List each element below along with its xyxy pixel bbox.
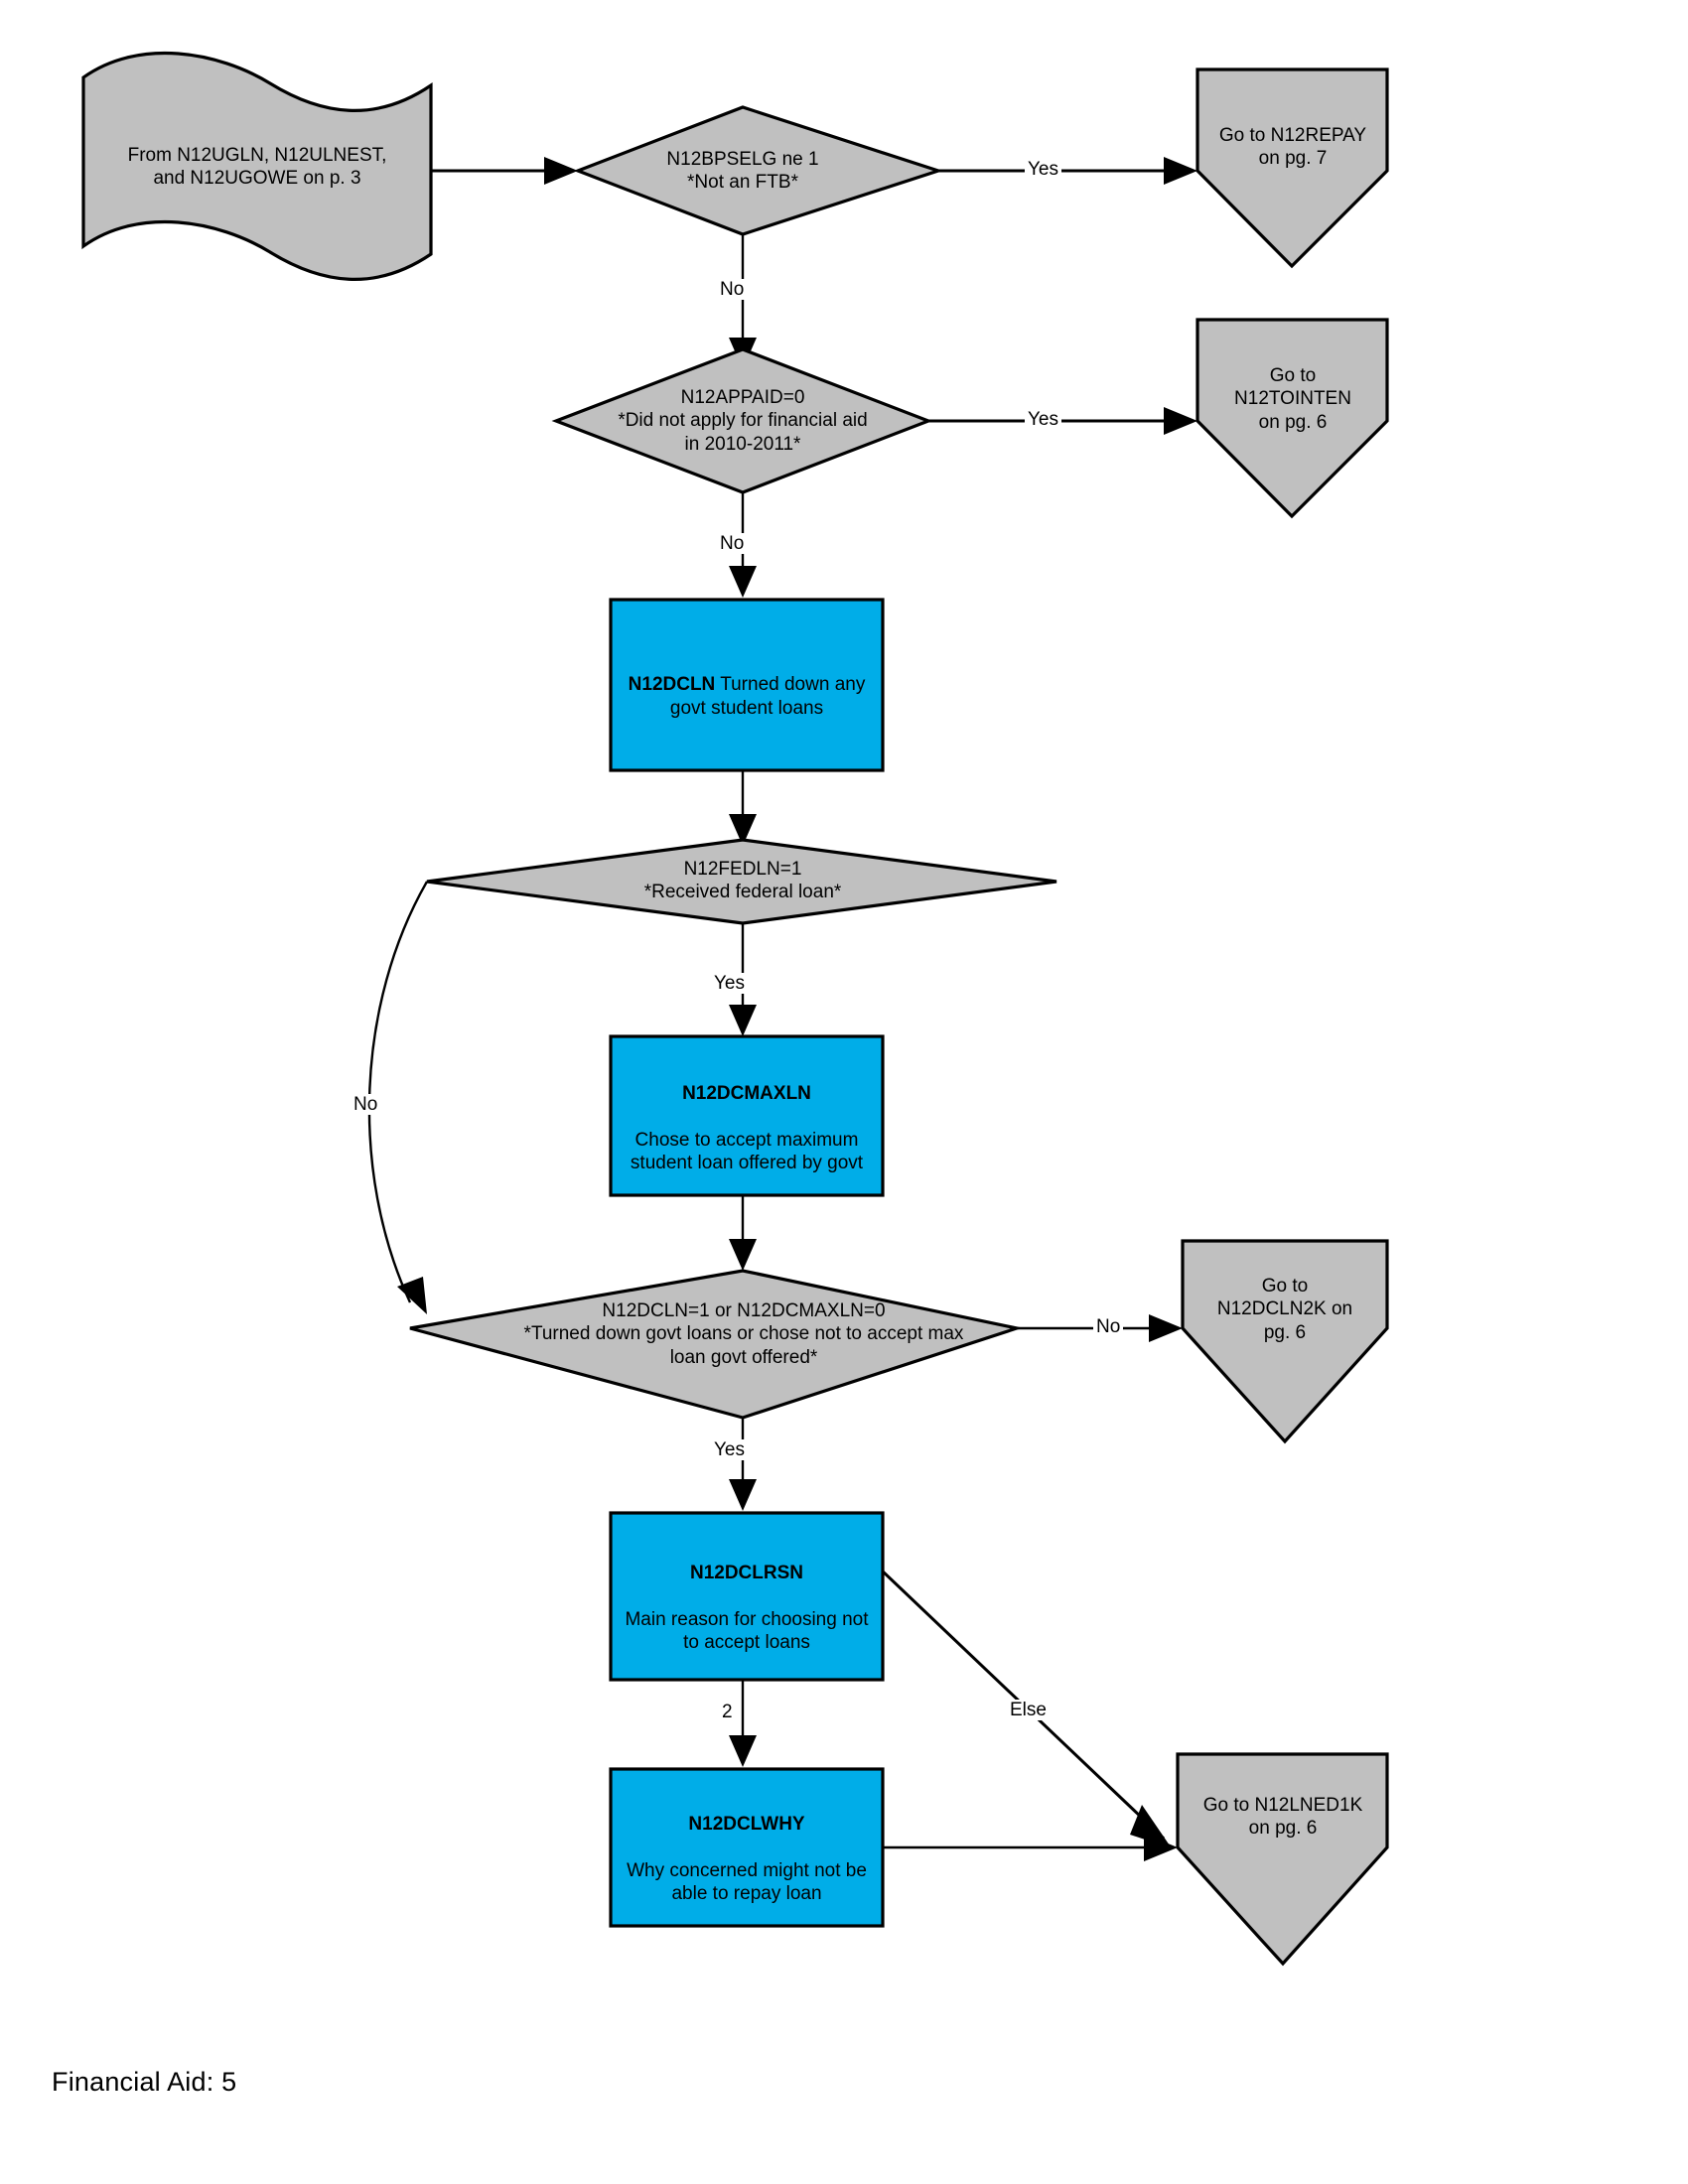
node-dcmaxln-shape	[609, 1034, 885, 1197]
connector-dclwhy-to-lned1k	[882, 1834, 1178, 1861]
connector-dclrsn-2	[729, 1678, 757, 1767]
node-goto-dcln2k-shape	[1181, 1239, 1389, 1444]
node-fedln-shape	[426, 838, 1057, 925]
edge-label-decision-no: No	[1093, 1316, 1124, 1337]
page-footer: Financial Aid: 5	[52, 2067, 237, 2097]
edge-label-decision-yes: Yes	[711, 1439, 748, 1460]
connector-dcln-to-fedln	[729, 766, 757, 846]
node-dclrsn-shape	[609, 1511, 885, 1682]
edge-label-appaid-no: No	[717, 533, 748, 554]
node-goto-repay-shape	[1196, 68, 1389, 269]
edge-label-fedln-no: No	[351, 1094, 381, 1115]
node-start-shape	[81, 52, 433, 281]
edge-label-dclrsn-else: Else	[1007, 1700, 1050, 1720]
edge-label-bpselg-no: No	[717, 279, 748, 300]
node-dcln-or-dcmaxln-shape	[409, 1269, 1024, 1420]
edge-label-appaid-yes: Yes	[1025, 409, 1061, 430]
node-goto-lned1k-shape	[1176, 1752, 1389, 1967]
connector-dcmaxln-to-decision	[729, 1191, 757, 1271]
connector-fedln-no	[367, 881, 429, 1314]
node-dclwhy-shape	[609, 1767, 885, 1928]
node-bpselg-shape	[573, 105, 944, 236]
connector-start-to-bpselg	[431, 157, 578, 185]
edge-label-dclrsn-2: 2	[719, 1702, 736, 1722]
node-appaid-shape	[551, 347, 933, 494]
connector-appaid-yes	[928, 407, 1197, 435]
node-goto-tointen-shape	[1196, 318, 1389, 519]
connector-bpselg-yes	[938, 157, 1197, 185]
edge-label-fedln-yes: Yes	[711, 973, 748, 994]
connector-decision-no	[1017, 1314, 1183, 1342]
connector-decision-yes	[729, 1418, 757, 1511]
node-dcln-shape	[609, 598, 885, 772]
edge-label-bpselg-yes: Yes	[1025, 159, 1061, 180]
